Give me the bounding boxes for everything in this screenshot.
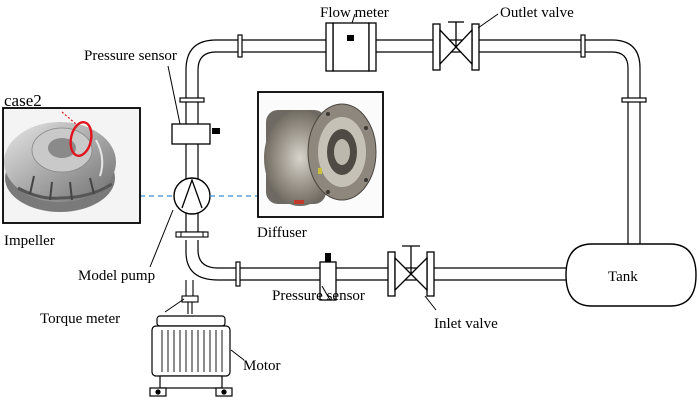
pressure-sensor-top-label: Pressure sensor (84, 48, 177, 64)
flow-meter (325, 13, 377, 72)
pump-shaft (181, 280, 199, 314)
pressure-sensor-top (171, 123, 220, 145)
motor-icon (149, 315, 233, 397)
inlet-valve (387, 245, 435, 297)
pressure-sensor-bottom-leader (321, 285, 331, 301)
impeller-image (2, 107, 141, 224)
diffuser-label: Diffuser (257, 225, 307, 241)
flow-meter-label: Flow meter (320, 5, 389, 21)
outlet-valve-leader (477, 13, 499, 29)
torque-meter-leader (164, 298, 185, 313)
model-pump-label: Model pump (78, 268, 155, 284)
outlet-valve-label: Outlet valve (500, 5, 574, 21)
outlet-valve (432, 21, 480, 71)
model-pump (173, 177, 211, 238)
pressure-sensor-bottom-label: Pressure sensor (272, 288, 365, 304)
torque-meter-label: Torque meter (40, 311, 120, 327)
inlet-valve-leader (424, 295, 437, 311)
tank-label: Tank (608, 269, 638, 285)
motor-leader (230, 349, 245, 361)
model-pump-leader (149, 209, 174, 268)
tank-icon (565, 243, 697, 307)
pressure-sensor-top-leader (167, 65, 181, 125)
case-label: case2 (4, 91, 42, 110)
pipe-network (185, 39, 641, 281)
diffuser-image (257, 91, 384, 218)
inlet-valve-label: Inlet valve (434, 316, 498, 332)
motor-label: Motor (243, 358, 281, 374)
impeller-label: Impeller (4, 233, 55, 249)
